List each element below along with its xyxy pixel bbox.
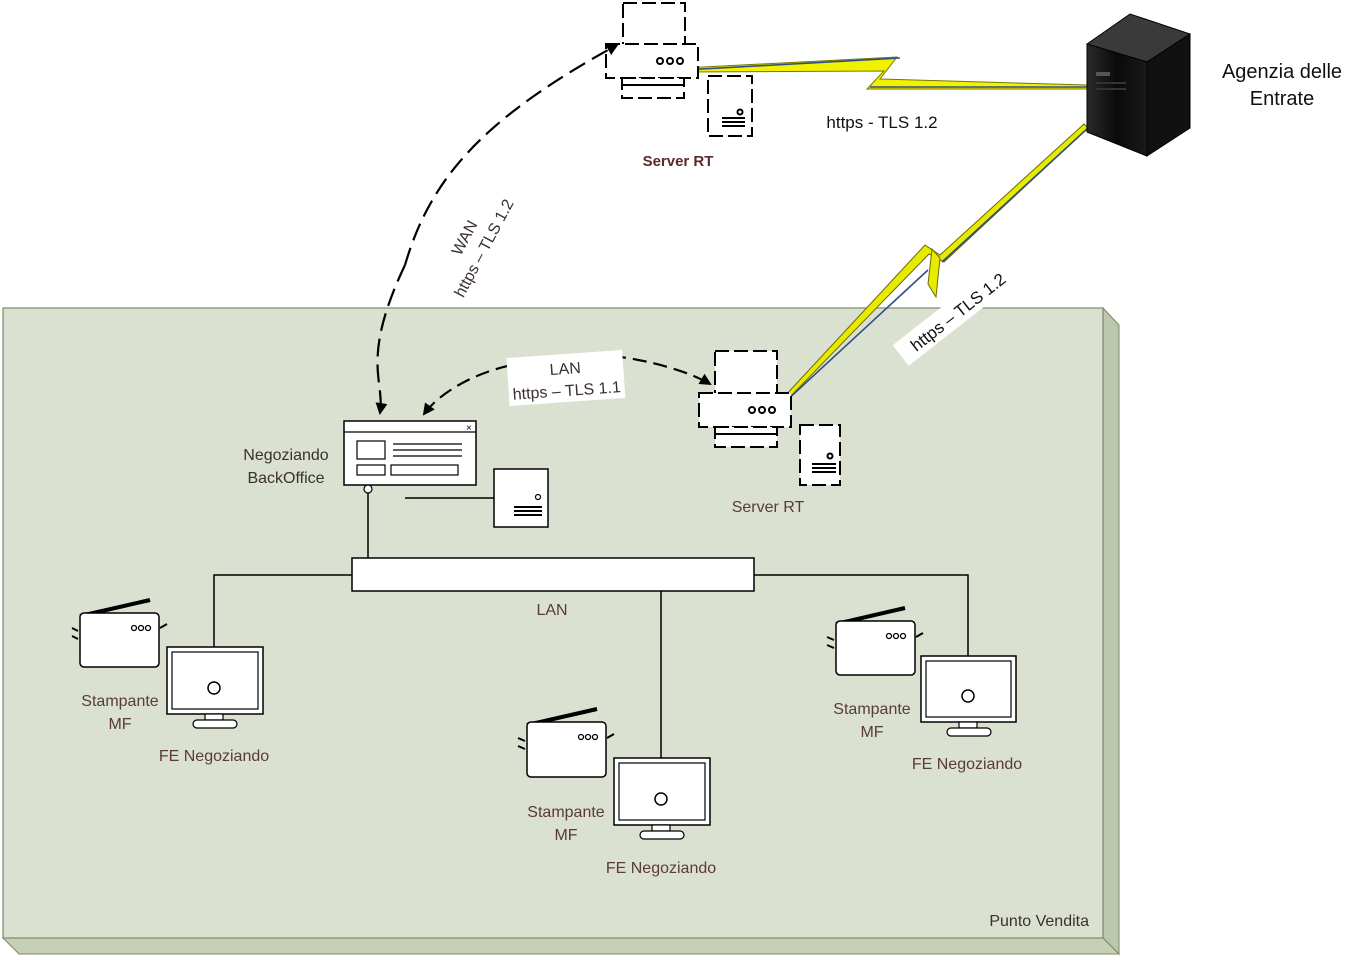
- monitor-icon: [166, 646, 264, 729]
- fe-label-2: FE Negoziando: [606, 860, 716, 877]
- printer-label-3-line2: MF: [860, 724, 883, 741]
- wan-arrow: [375, 264, 406, 415]
- svg-text:×: ×: [466, 423, 472, 434]
- printer-label-1-line2: MF: [108, 716, 131, 733]
- lan-bus: [351, 557, 755, 592]
- printer-label-1-line1: Stampante: [81, 693, 158, 710]
- server-rt-details: [622, 57, 745, 127]
- wan-label-group: WAN https – TLS 1.2: [449, 197, 518, 301]
- printer-label-3-line1: Stampante: [833, 701, 910, 718]
- backoffice-label-line2: BackOffice: [247, 470, 324, 487]
- backoffice-printer-icon: [493, 468, 549, 528]
- printer-label-2-line2: MF: [554, 827, 577, 844]
- fe-label-1: FE Negoziando: [159, 748, 269, 765]
- store-area-label: Punto Vendita: [989, 913, 1089, 930]
- backoffice-label-line1: Negoziando: [243, 447, 329, 464]
- lan-bus-label: LAN: [536, 602, 567, 619]
- server-rt-icon: [605, 2, 753, 137]
- agenzia-label-line2: Entrate: [1250, 88, 1314, 110]
- server-rt-store-icon: [698, 350, 841, 486]
- fe-label-3: FE Negoziando: [912, 756, 1022, 773]
- monitor-icon: [920, 655, 1017, 737]
- lan-arrow-label-group: LAN https – TLS 1.1: [506, 350, 626, 406]
- fiscal-printer-icon: [517, 707, 615, 778]
- server-rt-top-label: Server RT: [643, 153, 714, 170]
- fiscal-printer-icon: [71, 598, 168, 668]
- server-rt-store-details: [715, 406, 836, 473]
- lan-wiring: [213, 493, 969, 798]
- fiscal-printer-icon: [826, 606, 924, 676]
- lan-arrow-right: [611, 354, 712, 386]
- store-area: [1, 306, 1121, 956]
- wan-arrow-upper: [403, 44, 619, 266]
- server-rt-store-label: Server RT: [732, 499, 805, 516]
- link-top-label: https - TLS 1.2: [826, 113, 937, 132]
- server-tower-icon: [1085, 13, 1192, 157]
- agenzia-label-line1: Agenzia delle: [1222, 61, 1342, 83]
- lan-arrow: [422, 360, 531, 416]
- application-window-icon: ×: [343, 420, 477, 494]
- printer-label-2-line1: Stampante: [527, 804, 604, 821]
- lan-arrow-label-line1: LAN: [549, 360, 581, 379]
- monitor-icon: [613, 757, 711, 840]
